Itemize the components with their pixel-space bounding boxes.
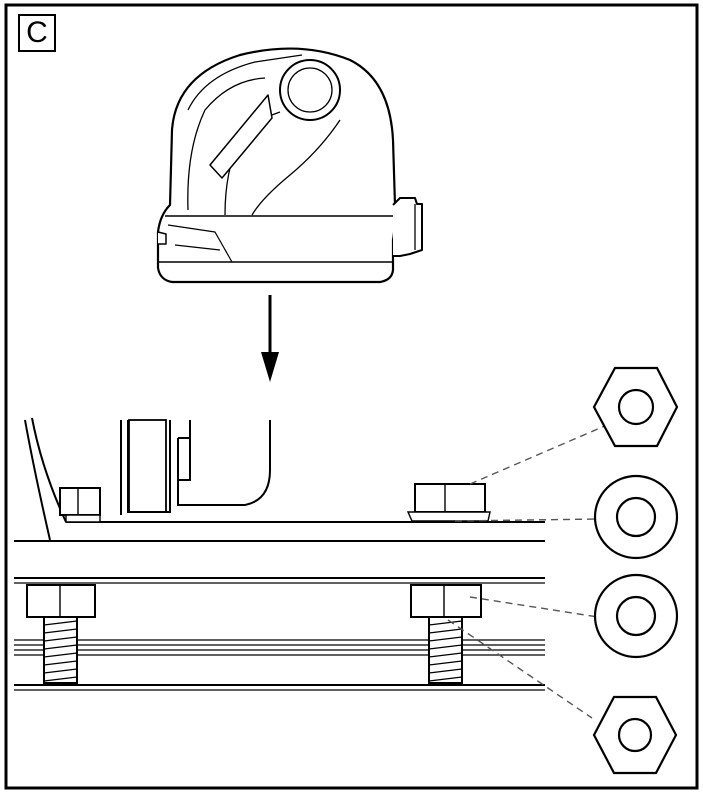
- bolt-thread-left: [43, 620, 78, 682]
- flat-washer-icon: [593, 474, 679, 560]
- hex-nut-left: [59, 487, 101, 523]
- bolt-thread-right: [428, 620, 463, 682]
- leader-lines: [447, 421, 615, 719]
- bolt-icon-left: [26, 584, 96, 684]
- sensor-housing: [156, 47, 423, 284]
- lock-washer-icon: [593, 573, 679, 659]
- bolt-icon-right: [410, 584, 482, 684]
- mounting-bracket: [14, 417, 545, 542]
- hex-nut-icon-bottom: [592, 695, 678, 775]
- down-arrow-icon: [261, 295, 279, 382]
- hex-nut-icon: [592, 366, 679, 448]
- hex-nut-right: [406, 483, 491, 522]
- outer-border: [4, 3, 699, 790]
- step-label: C: [18, 14, 56, 52]
